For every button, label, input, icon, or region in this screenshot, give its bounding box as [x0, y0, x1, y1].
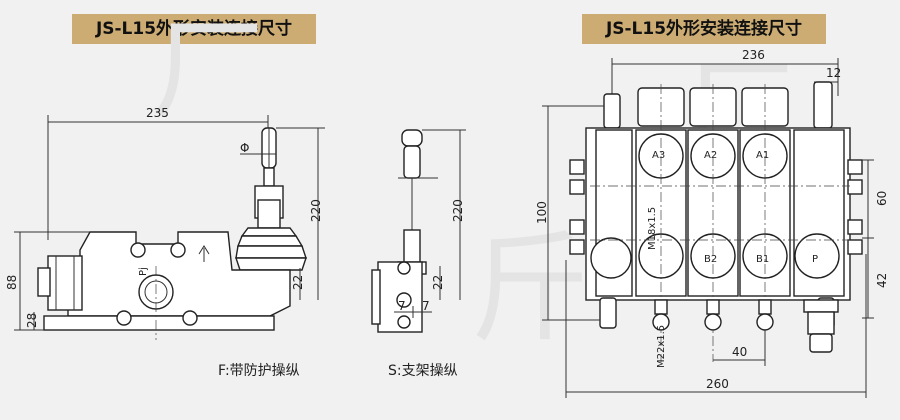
dim-12: 12: [826, 66, 841, 80]
dim-220-mid: 220: [451, 199, 465, 222]
dim-235: 235: [146, 106, 169, 120]
dim-7-right: 7: [422, 299, 430, 313]
dim-22-left: 22: [291, 275, 305, 290]
dim-28: 28: [25, 313, 39, 328]
phi-symbol: Φ: [240, 141, 249, 155]
thread-label-m22: M22x1.5: [656, 325, 667, 368]
port-label-a3: A3: [652, 150, 665, 161]
dim-40: 40: [732, 345, 747, 359]
port-label-pj: Pj: [138, 267, 149, 276]
right-view: 236 12 A3 A2 A1: [535, 48, 889, 398]
left-view: 235 Φ 220 22 88: [5, 106, 325, 340]
port-label-b1: B1: [756, 254, 769, 265]
middle-view: 220 22 7 7: [371, 129, 466, 333]
thread-label-m18: M18x1.5: [647, 207, 658, 250]
dim-260: 260: [706, 377, 729, 391]
caption-s: S:支架操纵: [388, 363, 458, 379]
dim-7-left: 7: [398, 299, 406, 313]
dim-236: 236: [742, 48, 765, 62]
port-label-a1: A1: [756, 150, 769, 161]
port-label-a2: A2: [704, 150, 717, 161]
dim-220-left: 220: [309, 199, 323, 222]
dim-60: 60: [875, 191, 889, 206]
title-banner-left: JS-L15外形安装连接尺寸: [72, 14, 316, 44]
caption-f: F:带防护操纵: [218, 363, 300, 379]
title-banner-right: JS-L15外形安装连接尺寸: [582, 14, 826, 44]
port-label-b2: B2: [704, 254, 717, 265]
port-label-p: P: [812, 254, 818, 265]
svg-text:ㄏ: ㄏ: [150, 0, 270, 139]
dim-42: 42: [875, 273, 889, 288]
dim-88: 88: [5, 275, 19, 290]
dim-22-mid: 22: [431, 275, 445, 290]
dim-100: 100: [535, 201, 549, 224]
